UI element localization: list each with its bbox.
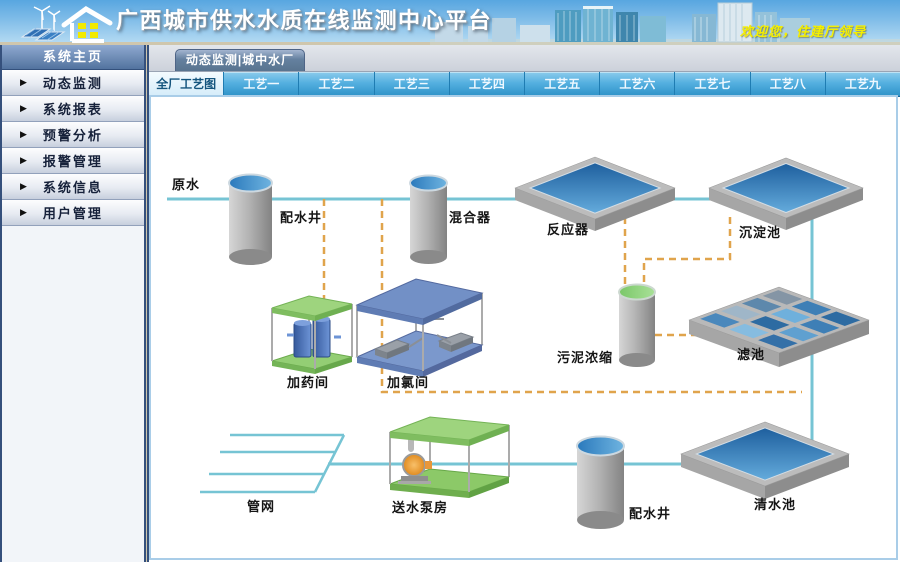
- arrow-right-icon: ▶: [20, 155, 27, 165]
- label-raw-water: 原水: [172, 177, 201, 192]
- arrow-right-icon: ▶: [20, 103, 27, 113]
- skyline-distant-buildings: [435, 18, 550, 42]
- tab-process-1[interactable]: 工艺一: [224, 72, 300, 96]
- page-title: 广西城市供水水质在线监测中心平台: [116, 8, 493, 33]
- equipment-clear-water-basin: [680, 421, 850, 499]
- breadcrumb-strip: 动态监测|城中水厂: [149, 45, 900, 72]
- equipment-dosing-room: [271, 295, 353, 374]
- header: 广西城市供水水质在线监测中心平台: [0, 0, 900, 45]
- label-distribution-well-2: 配水井: [629, 506, 672, 521]
- tab-process-3[interactable]: 工艺三: [375, 72, 450, 96]
- skyline-mid-buildings: [555, 6, 666, 42]
- label-distribution-well-1: 配水井: [280, 210, 323, 225]
- skyline-right-buildings: [692, 2, 810, 43]
- sidebar-item-system-reports[interactable]: ▶ 系统报表: [2, 96, 144, 122]
- sidebar-item-user-management[interactable]: ▶ 用户管理: [2, 200, 144, 226]
- label-mixer: 混合器: [449, 210, 492, 225]
- label-sedimentation-basin: 沉淀池: [739, 225, 782, 240]
- label-pipe-network: 管网: [247, 499, 276, 514]
- sidebar-item-label: 预警分析: [42, 128, 103, 143]
- plant-tab[interactable]: 动态监测|城中水厂: [175, 49, 305, 71]
- sidebar-item-label: 动态监测: [42, 76, 103, 91]
- tab-process-6[interactable]: 工艺六: [600, 72, 676, 96]
- sidebar-item-label: 系统报表: [42, 102, 103, 117]
- process-diagram: 原水 配水井 混合器 反应器 沉淀池 加药间 加氯间 污泥浓缩 滤池 管网 送水…: [149, 95, 898, 560]
- house-icon: [61, 6, 113, 43]
- tab-process-4[interactable]: 工艺四: [450, 72, 526, 96]
- process-tabbar: 全厂工艺图 工艺一 工艺二 工艺三 工艺四 工艺五 工艺六 工艺七 工艺八 工艺…: [149, 72, 900, 97]
- process-diagram-art: [167, 156, 870, 529]
- welcome-text: 欢迎您，住建厅领导: [739, 24, 866, 39]
- sidebar-item-label: 系统信息: [42, 180, 103, 195]
- equipment-chlorination-room: [355, 278, 484, 377]
- tab-process-7[interactable]: 工艺七: [675, 72, 751, 96]
- equipment-sludge-thickening: [618, 283, 656, 367]
- sidebar-divider: [144, 45, 149, 562]
- equipment-filter-basin: [688, 286, 870, 367]
- tab-process-8[interactable]: 工艺八: [751, 72, 826, 96]
- main-content: 动态监测|城中水厂 全厂工艺图 工艺一 工艺二 工艺三 工艺四 工艺五 工艺六 …: [149, 45, 900, 562]
- tab-process-9[interactable]: 工艺九: [826, 72, 900, 96]
- sidebar: 系统主页 ▶ 动态监测 ▶ 系统报表 ▶ 预警分析 ▶ 报警管理 ▶ 系统信息 …: [0, 45, 144, 562]
- tab-full-plant-diagram[interactable]: 全厂工艺图: [149, 72, 225, 96]
- label-sludge-thickening: 污泥浓缩: [557, 350, 614, 365]
- sidebar-item-alarm-management[interactable]: ▶ 报警管理: [2, 148, 144, 174]
- tab-process-5[interactable]: 工艺五: [525, 72, 601, 96]
- pipe-network-lines: [200, 433, 346, 494]
- arrow-right-icon: ▶: [20, 207, 27, 217]
- equipment-reactor: [514, 156, 676, 231]
- arrow-right-icon: ▶: [20, 181, 27, 191]
- equipment-distribution-well-2: [576, 435, 625, 529]
- label-reactor: 反应器: [547, 222, 590, 237]
- arrow-right-icon: ▶: [20, 129, 27, 139]
- sidebar-item-warning-analysis[interactable]: ▶ 预警分析: [2, 122, 144, 148]
- label-dosing-room: 加药间: [287, 375, 330, 390]
- arrow-right-icon: ▶: [20, 77, 27, 87]
- sidebar-item-dynamic-monitoring[interactable]: ▶ 动态监测: [2, 70, 144, 96]
- platform-logo: [20, 5, 113, 43]
- solar-panel-icon: [20, 26, 66, 41]
- tab-process-2[interactable]: 工艺二: [299, 72, 375, 96]
- equipment-sedimentation-basin: [708, 157, 864, 230]
- label-clear-water-basin: 清水池: [754, 497, 797, 512]
- label-pump-station: 送水泵房: [392, 500, 449, 515]
- sidebar-item-system-info[interactable]: ▶ 系统信息: [2, 174, 144, 200]
- label-filter-basin: 滤池: [737, 347, 766, 362]
- skyline-art: [430, 2, 900, 45]
- dosing-lines: [322, 199, 802, 394]
- equipment-distribution-well-1: [228, 173, 273, 265]
- label-chlorination-room: 加氯间: [387, 375, 430, 390]
- equipment-mixer: [409, 174, 448, 264]
- sidebar-item-label: 用户管理: [42, 206, 103, 221]
- sidebar-item-label: 报警管理: [42, 154, 103, 169]
- equipment-pump-station: [389, 416, 510, 498]
- sidebar-item-home[interactable]: 系统主页: [2, 45, 144, 70]
